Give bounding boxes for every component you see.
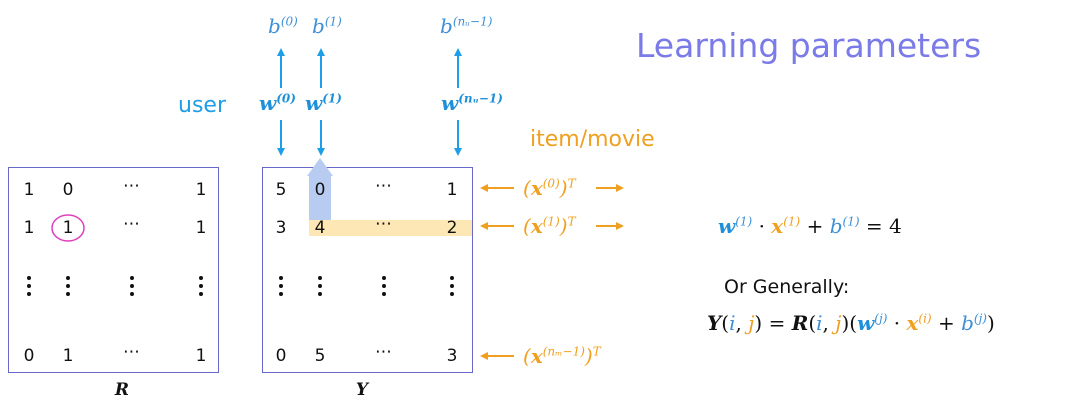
feature-x1: (x(1))T xyxy=(523,214,576,238)
bias-bnu-sup: (nᵤ−1) xyxy=(452,14,493,29)
bias-b0: b(0) xyxy=(268,14,298,38)
matrix-r-label: R xyxy=(114,380,130,400)
bias-b1-symbol: b xyxy=(312,14,325,38)
matrix-y-box xyxy=(262,167,473,373)
feature-x0-sup: (0) xyxy=(542,176,560,191)
r-cell: 1 xyxy=(195,218,207,238)
bias-b1-sup: (1) xyxy=(324,14,342,29)
weight-w0: w(0) xyxy=(259,91,296,115)
y-hdots: ⋯ xyxy=(375,342,393,362)
page-title: Learning parameters xyxy=(636,26,982,65)
feature-xnm-sup: (nₘ−1) xyxy=(542,344,585,359)
y-hdots: ⋯ xyxy=(375,214,393,234)
bias-b0-sup: (0) xyxy=(280,14,298,29)
y-hdots: ⋯ xyxy=(375,176,393,196)
feature-xnm: (x(nₘ−1))T xyxy=(523,344,601,368)
r-cell: 0 xyxy=(62,180,74,200)
y-vdots xyxy=(279,276,283,300)
y-cell: 0 xyxy=(275,346,287,366)
weight-w1: w(1) xyxy=(305,91,342,115)
weight-wnu-sup: (nᵤ−1) xyxy=(458,91,503,106)
weight-w1-sup: (1) xyxy=(322,91,342,106)
prediction-result: 4 xyxy=(889,214,902,238)
y-vdots xyxy=(450,276,454,300)
r-vdots xyxy=(199,276,203,300)
or-generally-label: Or Generally: xyxy=(724,276,850,298)
y-vdots xyxy=(318,276,322,300)
item-movie-label: item/movie xyxy=(530,127,655,152)
y-cell: 2 xyxy=(446,218,458,238)
r-hdots: ⋯ xyxy=(123,176,141,196)
y-cell: 1 xyxy=(446,180,458,200)
weight-wnu: w(nᵤ−1) xyxy=(441,91,503,115)
circle-highlight xyxy=(51,214,85,242)
feature-x1-sup: (1) xyxy=(542,214,560,229)
r-vdots xyxy=(66,276,70,300)
r-cell: 1 xyxy=(62,346,74,366)
bias-bnu-symbol: b xyxy=(440,14,453,38)
row-highlight xyxy=(309,220,473,236)
weight-w0-sup: (0) xyxy=(276,91,296,106)
r-cell: 1 xyxy=(195,346,207,366)
y-cell: 3 xyxy=(275,218,287,238)
prediction-equation: w(1) · x(1) + b(1) = 4 xyxy=(718,214,902,238)
general-equation: Y(i, j) = R(i, j)(w(j) · x(i) + b(j)) xyxy=(707,311,995,335)
y-cell: 5 xyxy=(275,180,287,200)
r-cell: 1 xyxy=(23,180,35,200)
weight-w1-symbol: w xyxy=(305,91,323,115)
weight-wnu-symbol: w xyxy=(441,91,459,115)
y-vdots xyxy=(382,276,386,300)
r-hdots: ⋯ xyxy=(123,342,141,362)
r-cell-circled: 1 xyxy=(62,218,74,238)
y-cell-highlighted: 4 xyxy=(314,218,326,238)
feature-x0: (x(0))T xyxy=(523,176,576,200)
y-cell: 5 xyxy=(314,346,326,366)
bias-bnu: b(nᵤ−1) xyxy=(440,14,492,38)
r-cell: 1 xyxy=(195,180,207,200)
matrix-y-label: Y xyxy=(355,380,369,400)
bias-b1: b(1) xyxy=(312,14,342,38)
y-cell: 3 xyxy=(446,346,458,366)
r-hdots: ⋯ xyxy=(123,214,141,234)
weight-w0-symbol: w xyxy=(259,91,277,115)
column-highlight xyxy=(309,176,331,234)
y-cell: 0 xyxy=(314,180,326,200)
column-highlight-arrowhead xyxy=(307,158,333,176)
user-label: user xyxy=(178,93,226,118)
r-cell: 0 xyxy=(23,346,35,366)
r-cell: 1 xyxy=(23,218,35,238)
bias-b0-symbol: b xyxy=(268,14,281,38)
r-vdots xyxy=(27,276,31,300)
matrix-r-box xyxy=(8,167,219,373)
r-vdots xyxy=(130,276,134,300)
